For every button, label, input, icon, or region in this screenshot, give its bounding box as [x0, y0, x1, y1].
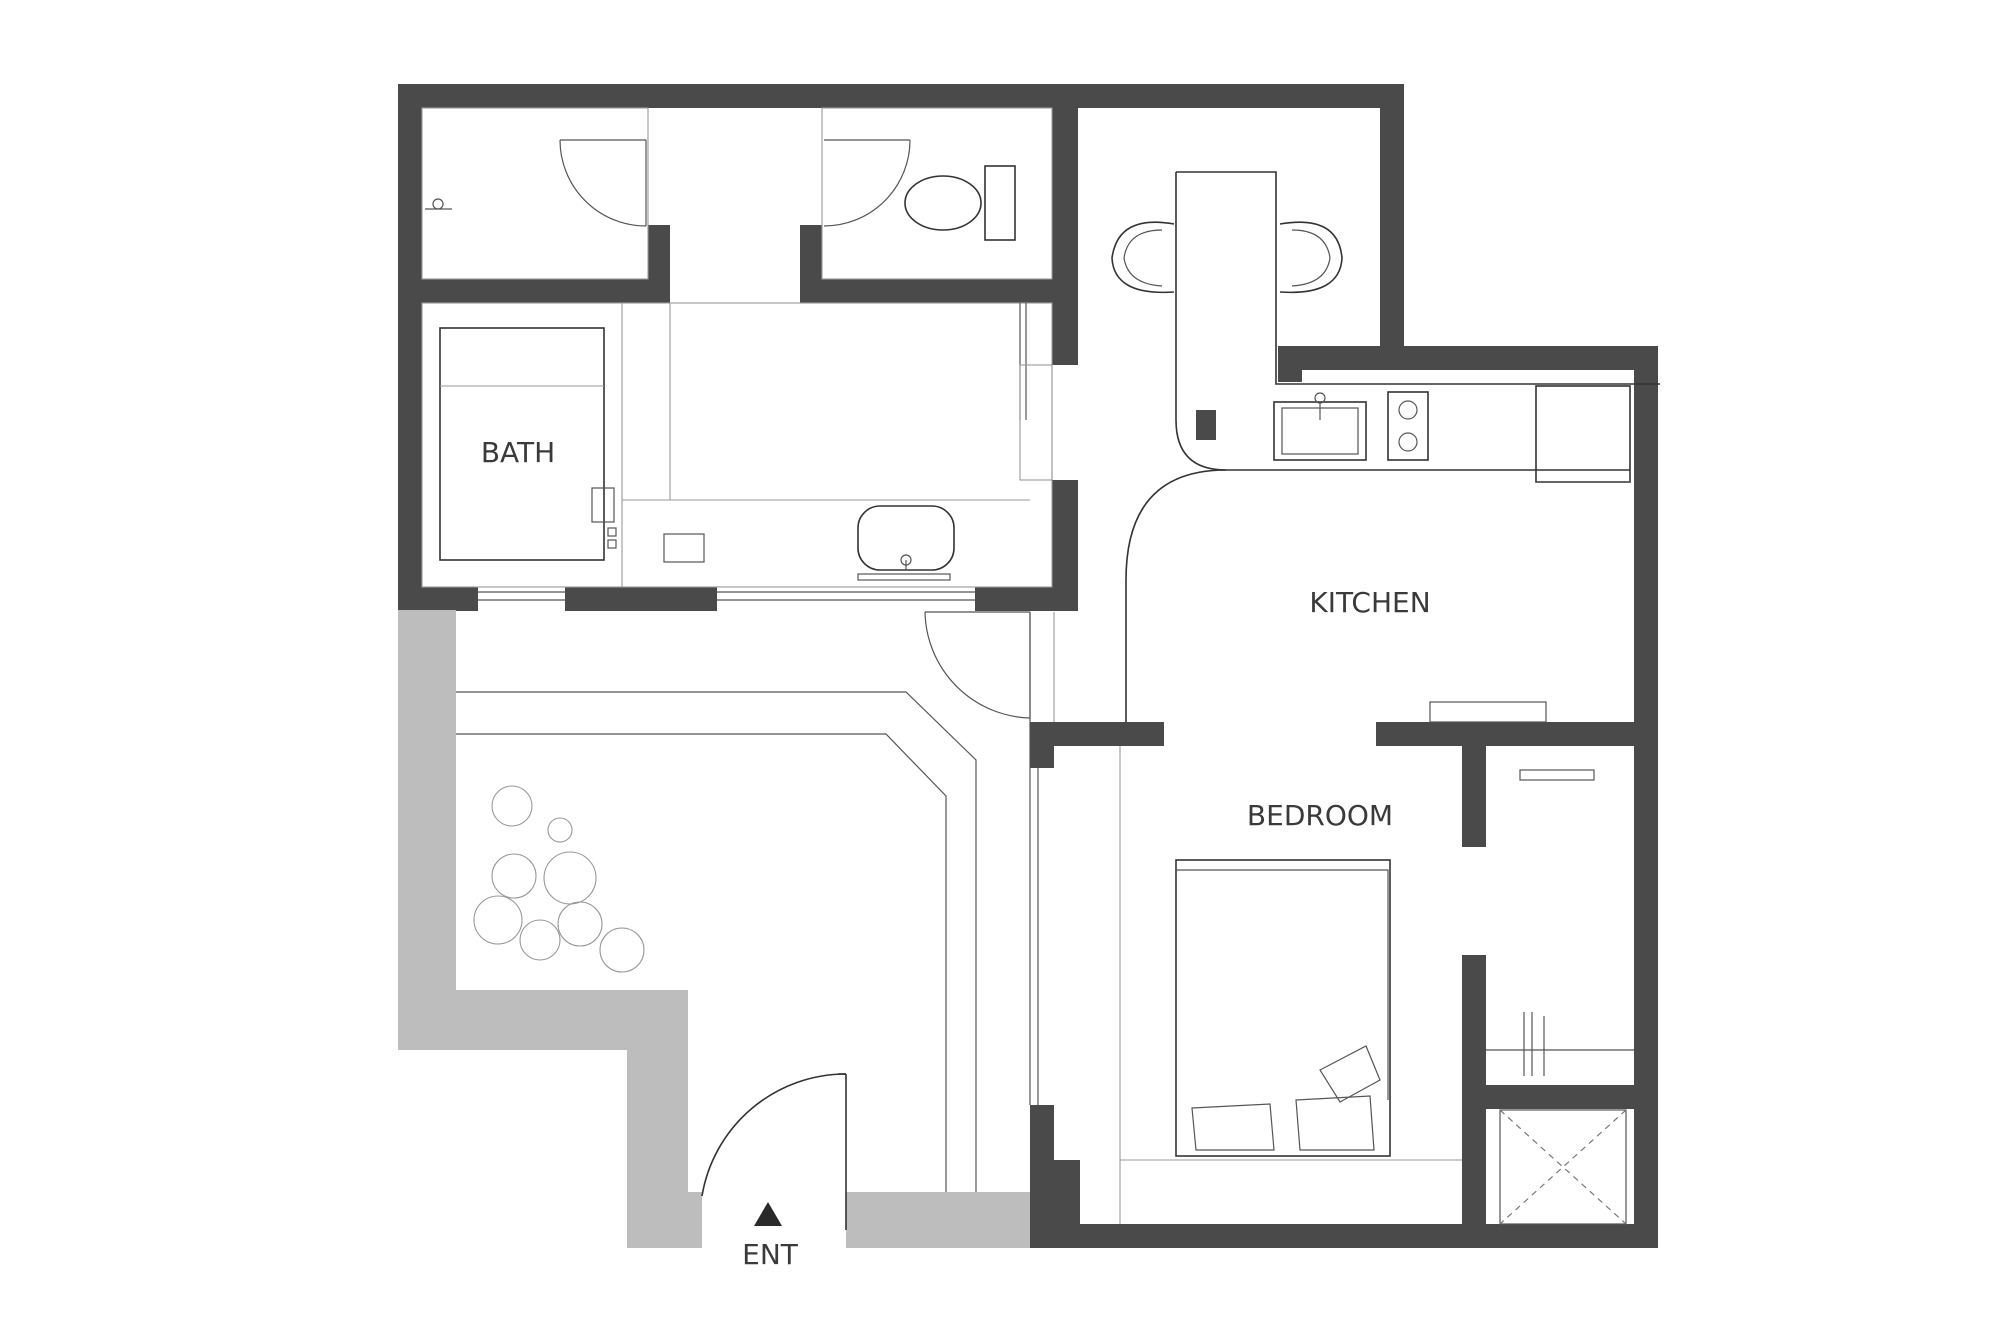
bathtub-icon: [439, 327, 617, 561]
toilet-icon: [904, 165, 1016, 241]
plant-icon: [473, 785, 645, 973]
interior-walls: [398, 84, 1658, 1248]
room-label-kitchen: KITCHEN: [1309, 586, 1430, 619]
bedroom-area: [1119, 746, 1634, 1225]
entrance-door: [701, 1073, 847, 1230]
entrance-marker: ENT: [742, 1202, 799, 1271]
fridge-icon: [1535, 385, 1631, 483]
kitchen-sink-icon: [1273, 392, 1367, 461]
room-label-bedroom: BEDROOM: [1247, 799, 1393, 832]
entrance-label: ENT: [742, 1238, 799, 1271]
bathroom-area: [421, 107, 1053, 601]
exterior-walls: [398, 610, 1030, 1248]
chair-icon: [1279, 221, 1343, 294]
entry-area: [456, 612, 1039, 1230]
room-label-bath: BATH: [481, 436, 555, 469]
bed-icon: [1175, 859, 1391, 1157]
kitchen-area: [924, 171, 1660, 723]
entrance-arrow-icon: [754, 1202, 782, 1226]
chair-icon: [1111, 221, 1175, 294]
washbasin-icon: [857, 505, 955, 581]
stove-icon: [1387, 391, 1429, 461]
